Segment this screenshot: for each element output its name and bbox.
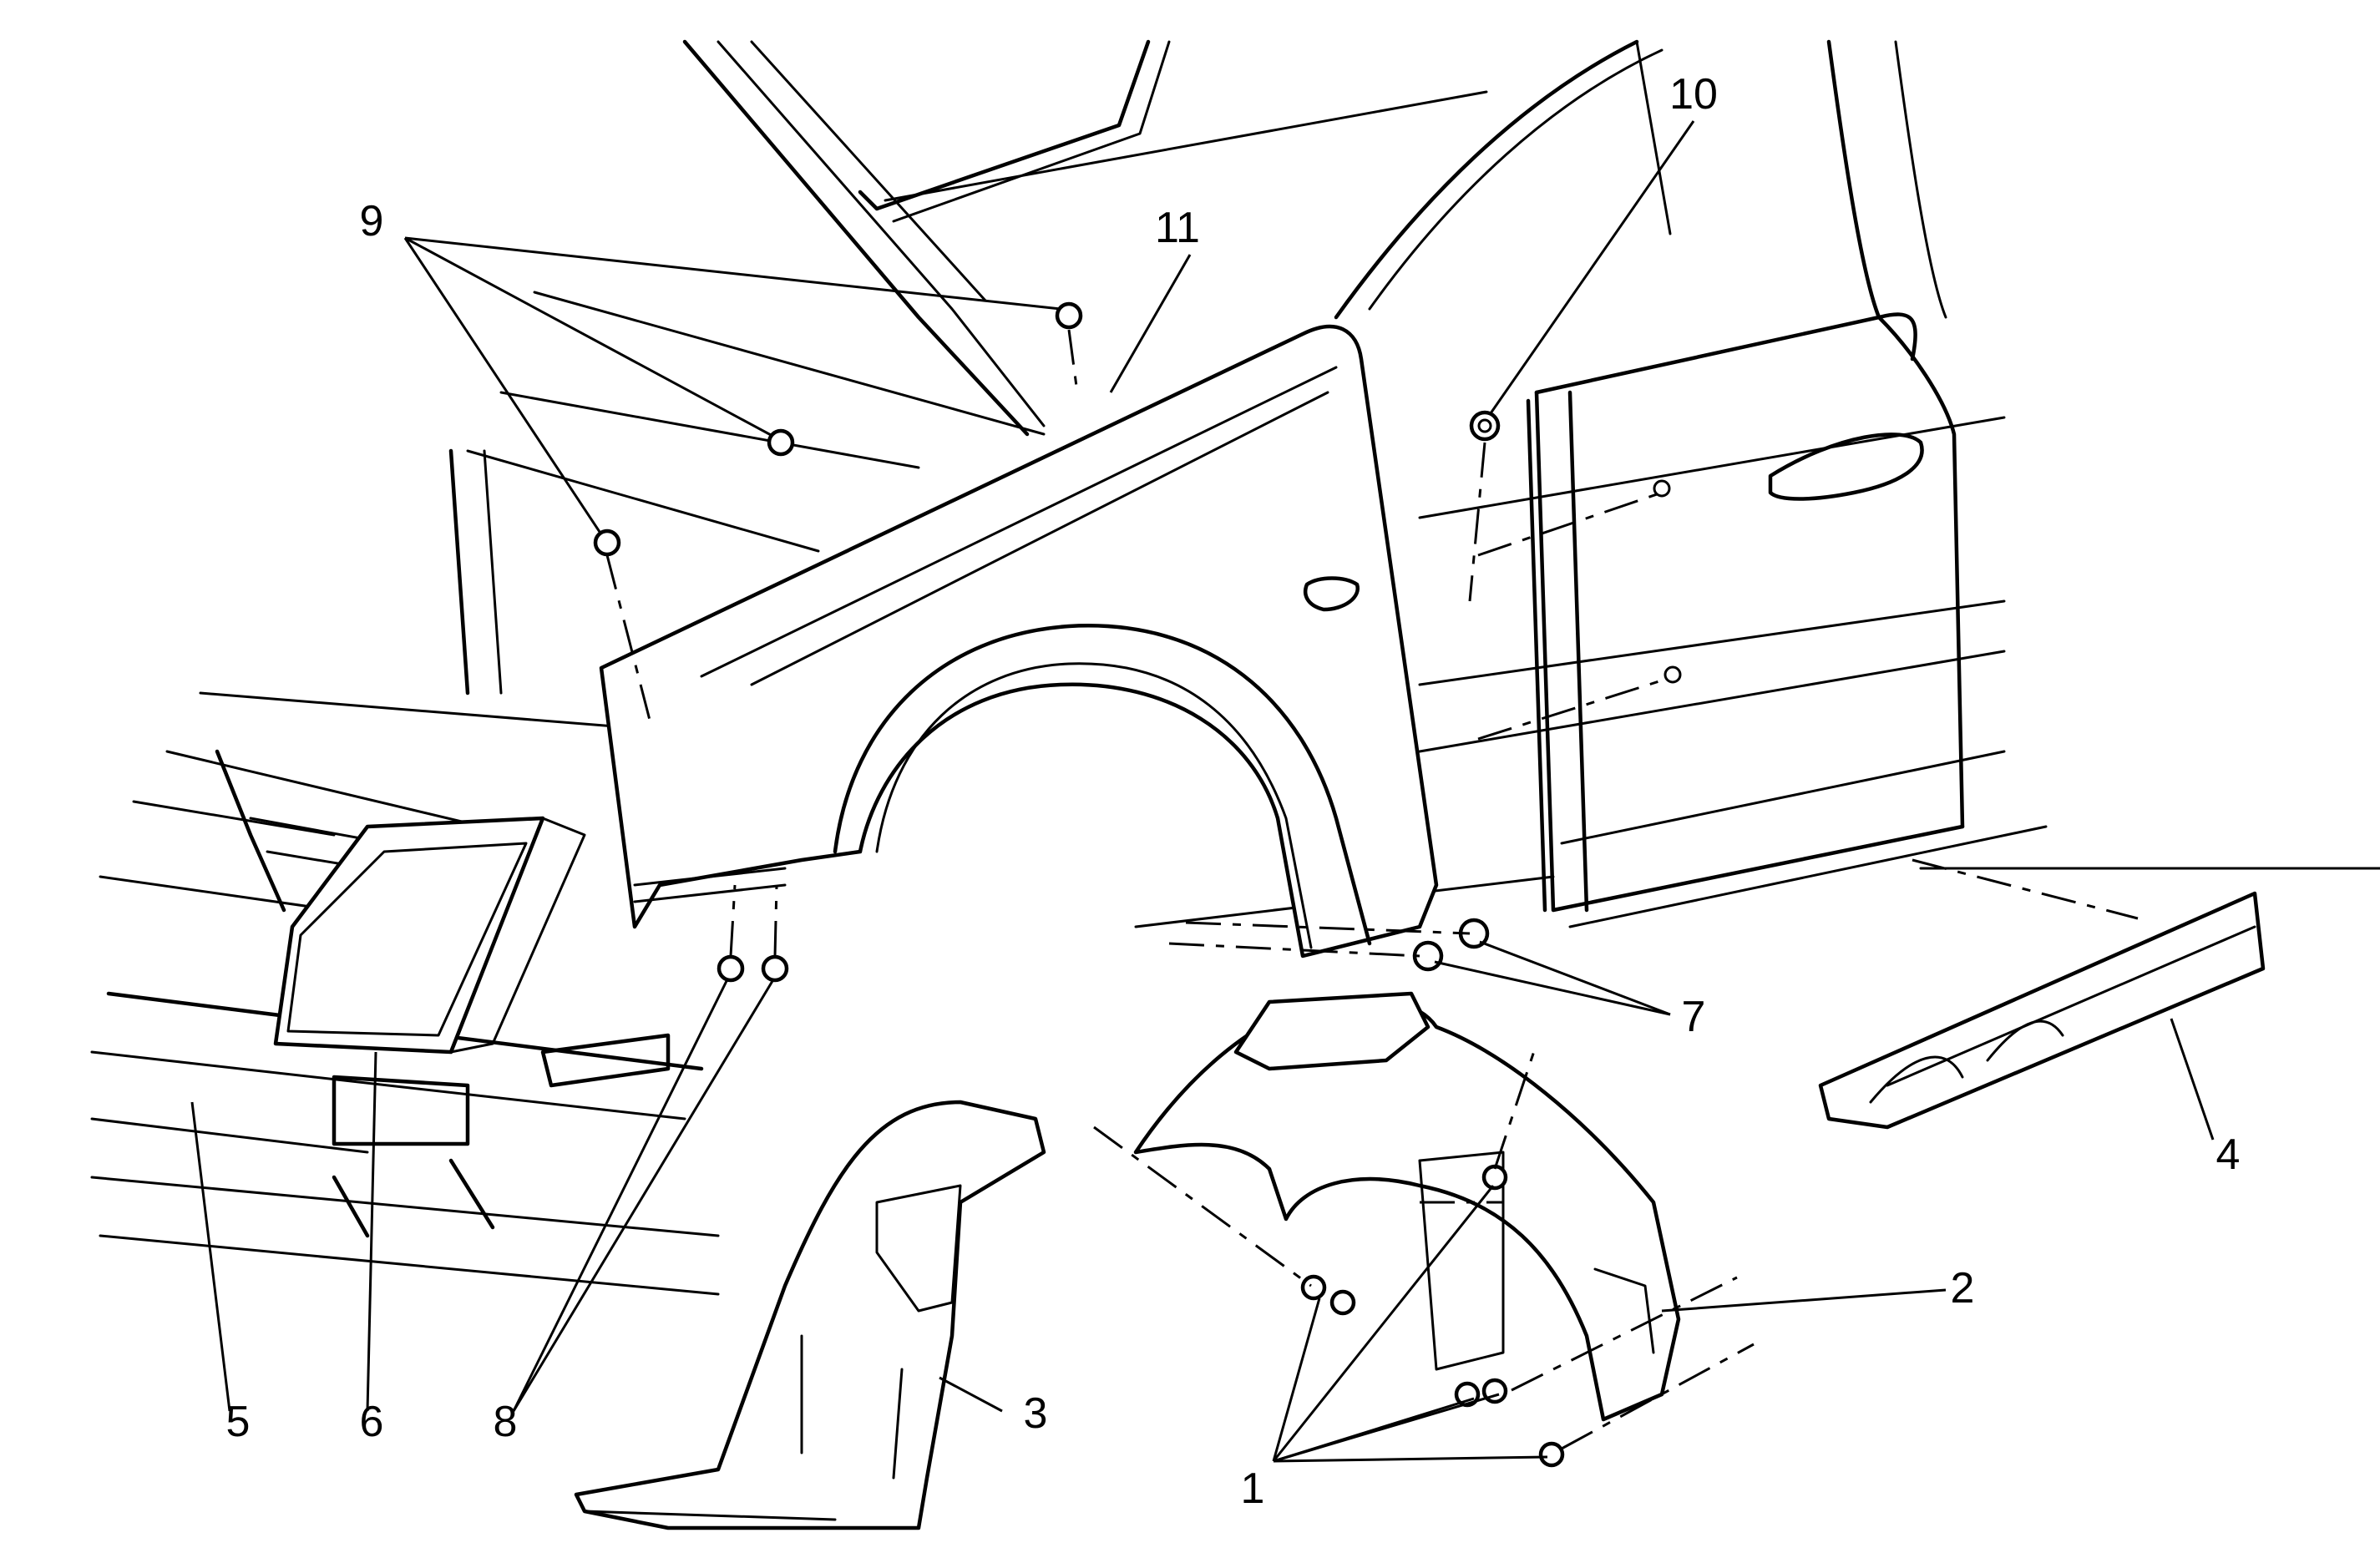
callout-8: 8 xyxy=(494,1398,518,1446)
vehicle-body-outline xyxy=(90,39,2380,1296)
nut-10 xyxy=(1469,410,1501,442)
callout-6: 6 xyxy=(360,1398,384,1446)
bolt-8a xyxy=(717,954,745,983)
callout-11: 11 xyxy=(1155,204,1200,252)
bolt-8b xyxy=(761,954,789,983)
front-wheelhouse-liner-rear xyxy=(1133,991,1681,1422)
front-fender xyxy=(599,324,1439,959)
push-pin-9a xyxy=(1055,301,1083,330)
front-wheelhouse-liner-forward xyxy=(574,1100,1046,1530)
retainer-1a xyxy=(1300,1274,1327,1301)
callout-7: 7 xyxy=(1682,993,1706,1041)
headlamp-assembly xyxy=(273,816,586,1055)
retainer-1e xyxy=(1538,1441,1565,1468)
alignment-lines xyxy=(605,329,2139,1450)
callout-1: 1 xyxy=(1241,1464,1265,1513)
push-pin-9c xyxy=(593,529,621,557)
callout-3: 3 xyxy=(1024,1389,1048,1438)
callout-labels: 9 11 10 7 4 2 3 5 6 8 1 xyxy=(226,70,2241,1513)
callout-4: 4 xyxy=(2216,1131,2241,1179)
retainer-1b xyxy=(1329,1289,1356,1316)
retainer-1f xyxy=(1481,1164,1508,1191)
fasteners xyxy=(593,301,1682,1468)
callout-5: 5 xyxy=(226,1398,251,1446)
rocker-panel-molding xyxy=(1818,891,2266,1130)
leader-lines xyxy=(190,120,2215,1463)
callout-2: 2 xyxy=(1951,1264,1975,1313)
push-pin-9b xyxy=(767,428,795,457)
callout-9: 9 xyxy=(360,197,384,245)
callout-10: 10 xyxy=(1669,70,1718,119)
